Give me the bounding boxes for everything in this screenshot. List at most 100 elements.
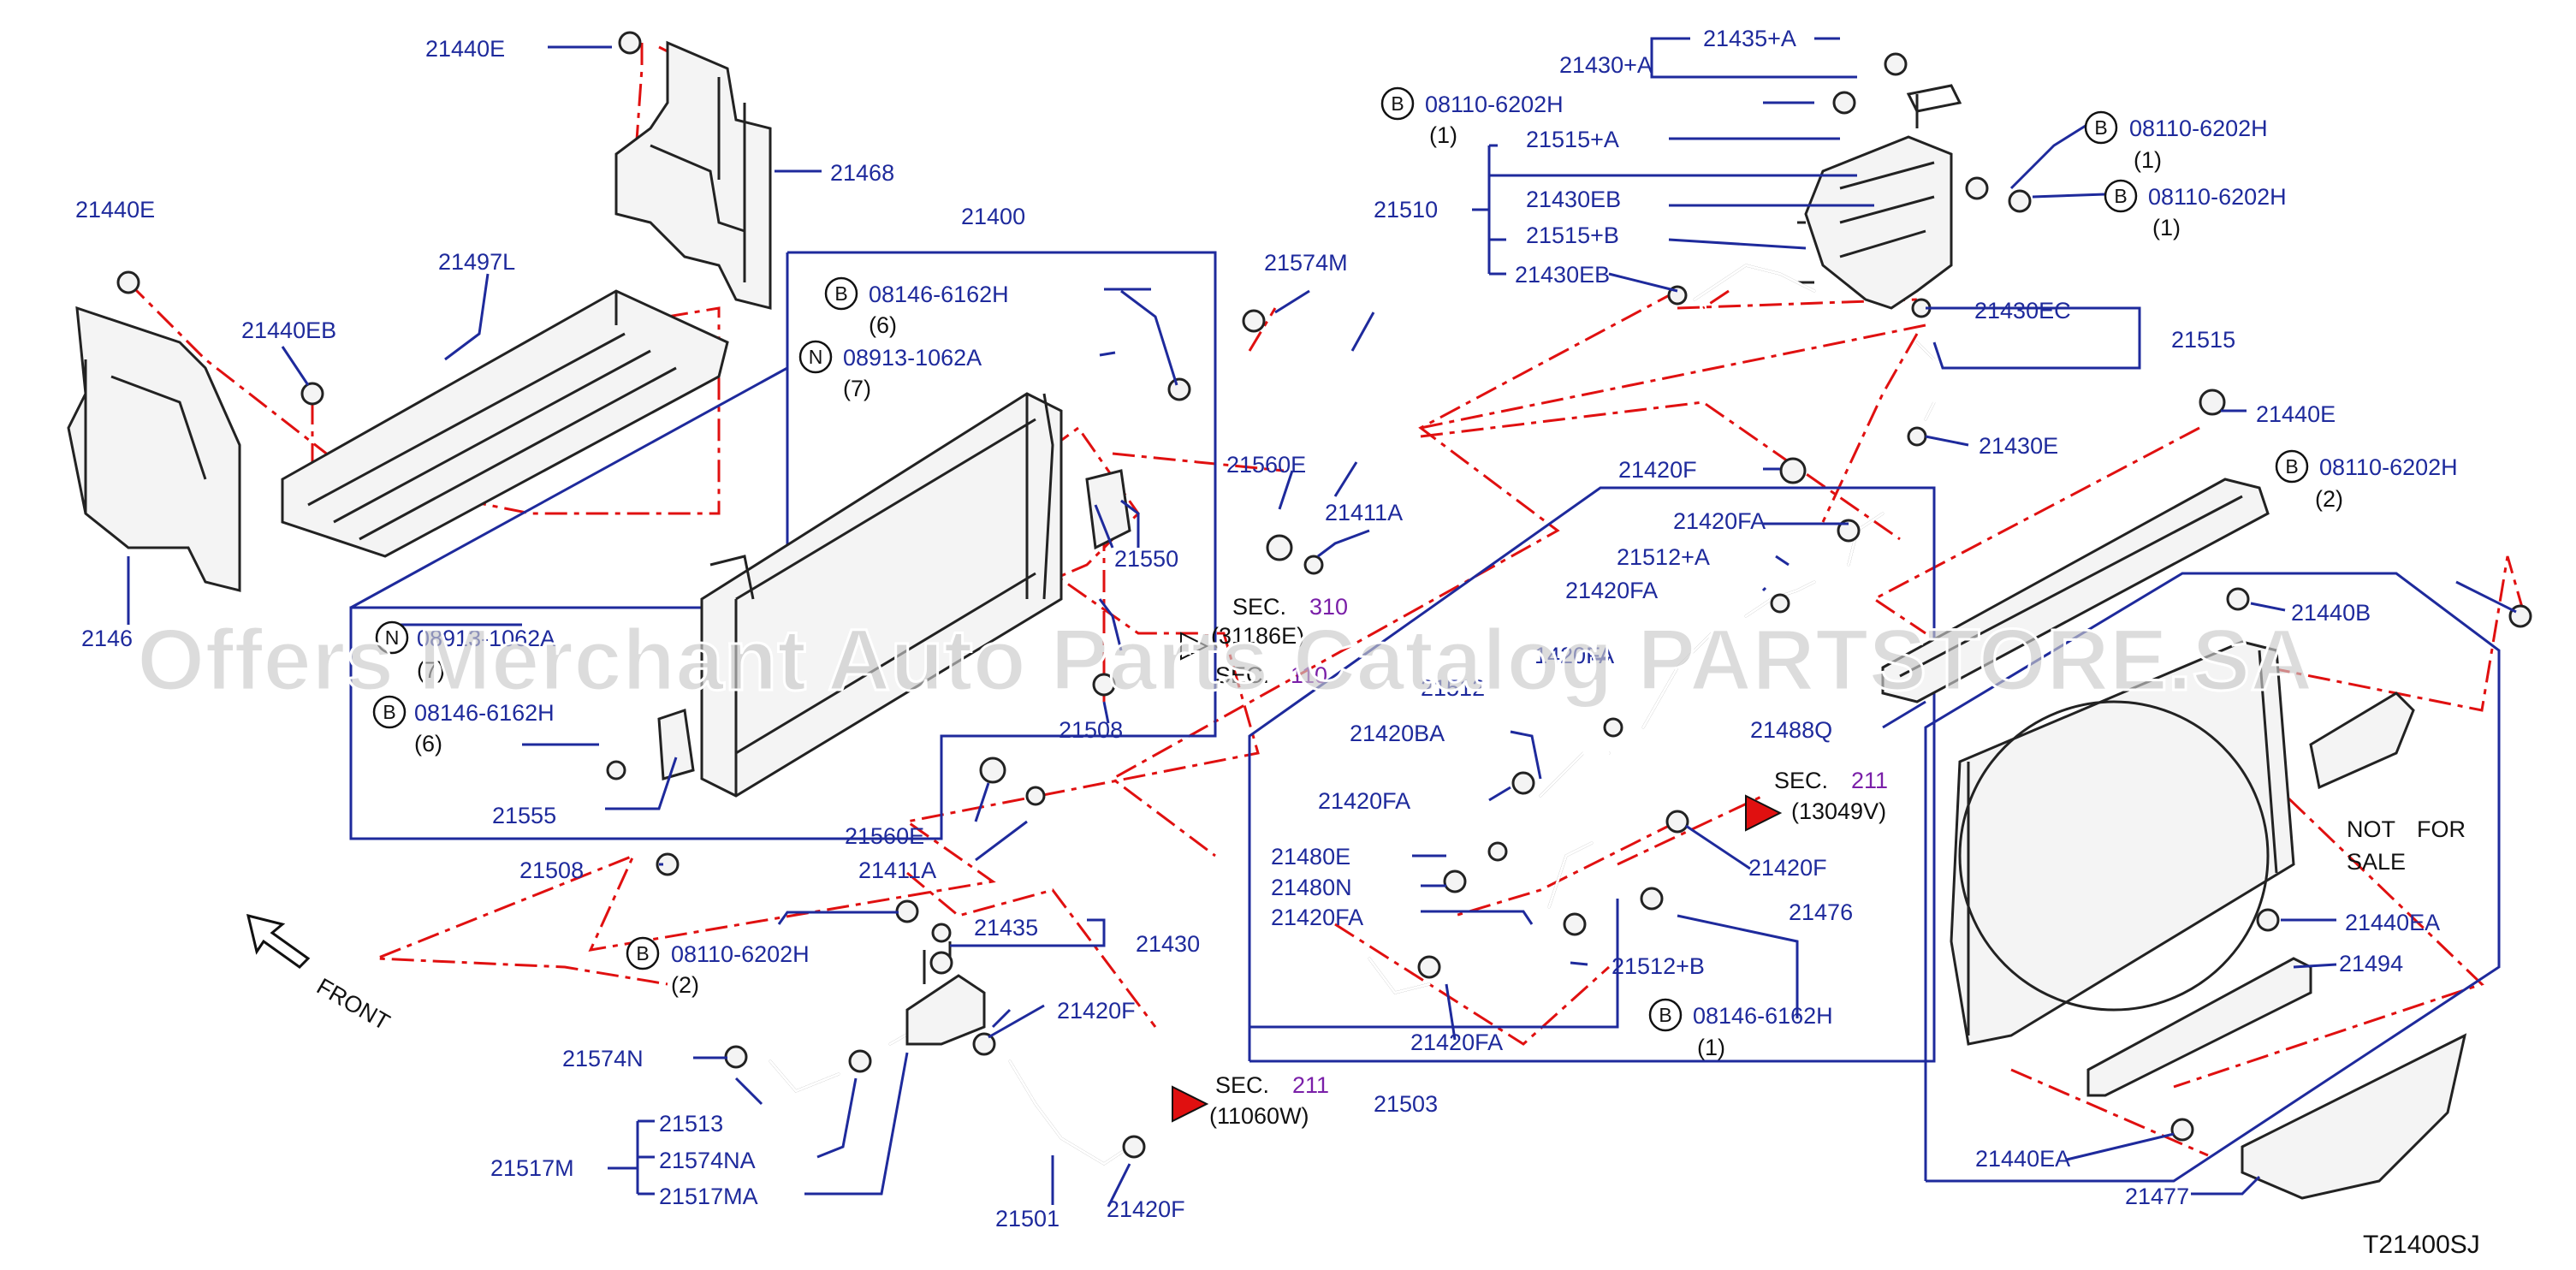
label-21477: 21477 — [2125, 1184, 2189, 1209]
fan-shroud-21476 — [1950, 640, 2295, 1046]
svg-text:SEC.: SEC. — [1215, 1072, 1269, 1098]
label-21430EB-b: 21430EB — [1515, 262, 1610, 288]
svg-text:N: N — [809, 346, 823, 368]
leader-lines — [127, 37, 2517, 1208]
svg-text:(7): (7) — [843, 376, 871, 401]
svg-text:B: B — [2285, 455, 2298, 478]
bracket-21555 — [657, 709, 695, 780]
label-21517MA: 21517MA — [659, 1184, 758, 1209]
radiator-21400 — [700, 392, 1063, 798]
label-21440EA-a: 21440EA — [2345, 910, 2440, 935]
bracket-21550 — [1085, 469, 1131, 550]
label-1420FA-partial: 1420FA — [1534, 643, 1614, 668]
label-21515B: 21515+B — [1526, 223, 1619, 248]
label-21480N: 21480N — [1271, 875, 1352, 900]
label-21411A-bottom: 21411A — [858, 858, 936, 883]
svg-text:(1): (1) — [2152, 215, 2181, 240]
label-21420FA-c: 21420FA — [1318, 788, 1410, 814]
label-21574NA: 21574NA — [659, 1148, 756, 1173]
label-21430EB-a: 21430EB — [1526, 187, 1621, 212]
label-21430EC: 21430EC — [1974, 298, 2071, 323]
label-21503: 21503 — [1374, 1091, 1438, 1117]
svg-text:110: 110 — [1291, 662, 1327, 688]
label-21476: 21476 — [1789, 899, 1853, 925]
deflector-21460 — [67, 306, 241, 592]
deflector-21468 — [614, 40, 772, 310]
label-21512A: 21512+A — [1617, 544, 1710, 570]
svg-text:(1): (1) — [1429, 122, 1457, 148]
svg-text:SEC.: SEC. — [1232, 594, 1286, 620]
svg-text:B: B — [2114, 185, 2127, 207]
label-21574M: 21574M — [1264, 250, 1348, 276]
svg-text:(6): (6) — [869, 312, 897, 338]
svg-text:310: 310 — [1309, 594, 1348, 620]
svg-text:08110-6202H: 08110-6202H — [1425, 92, 1564, 117]
label-21440EA-b: 21440EA — [1975, 1146, 2070, 1172]
label-21517M: 21517M — [490, 1155, 574, 1181]
label-21430E: 21430E — [1979, 433, 2058, 459]
label-21411A-top: 21411A — [1325, 500, 1403, 525]
front-label: FRONT — [312, 973, 395, 1035]
label-21420F-a: 21420F — [1618, 457, 1697, 483]
shroud-bar-21488Q — [1881, 478, 2270, 703]
svg-text:(2): (2) — [2315, 486, 2343, 512]
fastener-badges: B N N B B B B B B B — [372, 86, 2309, 1032]
label-21420FA-b: 21420FA — [1565, 578, 1658, 603]
svg-text:(31186E): (31186E) — [1211, 623, 1304, 649]
label-21440B: 21440B — [2291, 600, 2371, 626]
label-21550: 21550 — [1114, 546, 1178, 572]
svg-text:08146-6162H: 08146-6162H — [869, 282, 1009, 307]
svg-text:(6): (6) — [414, 731, 442, 757]
assembly-lines — [127, 43, 2526, 1157]
svg-text:SEC.: SEC. — [1215, 662, 1269, 688]
label-21510: 21510 — [1374, 197, 1438, 223]
label-21440E-left: 21440E — [75, 197, 155, 223]
svg-text:08110-6202H: 08110-6202H — [671, 941, 810, 967]
air-duct-21497L — [281, 289, 729, 558]
watermark: Offers Merchant Auto Parts Catalog PARTS… — [137, 611, 2313, 709]
label-21560E-bottom: 21560E — [845, 823, 924, 849]
label-21560E-top: 21560E — [1226, 452, 1306, 478]
svg-text:SEC.: SEC. — [1774, 768, 1828, 793]
reservoir-tank-21510 — [1797, 84, 1962, 310]
part-labels: 21440E 21468 21440E 21497L 21440EB 2146 … — [75, 26, 2440, 1231]
svg-text:08146-6162H: 08146-6162H — [414, 700, 555, 726]
label-21400: 21400 — [961, 204, 1025, 229]
label-21440EB: 21440EB — [241, 318, 336, 343]
svg-text:B: B — [1659, 1004, 1671, 1026]
label-21420FA-a: 21420FA — [1673, 508, 1766, 534]
label-21497L: 21497L — [438, 249, 515, 275]
svg-text:(7): (7) — [417, 657, 445, 683]
diagram-code: T21400SJ — [2363, 1231, 2480, 1259]
label-21512B: 21512+B — [1611, 953, 1705, 979]
svg-text:B: B — [834, 282, 847, 305]
label-21440E-top: 21440E — [425, 36, 505, 62]
svg-text:08146-6162H: 08146-6162H — [1693, 1003, 1833, 1029]
label-21494: 21494 — [2339, 951, 2403, 976]
label-21468: 21468 — [830, 160, 894, 186]
label-21420FA-d: 21420FA — [1271, 905, 1363, 930]
svg-text:B: B — [1391, 92, 1404, 115]
svg-text:(11060W): (11060W) — [1209, 1103, 1309, 1129]
svg-text:B: B — [636, 942, 649, 964]
label-21501: 21501 — [995, 1206, 1059, 1231]
label-21513: 21513 — [659, 1111, 723, 1136]
label-21480E: 21480E — [1271, 844, 1350, 869]
label-21435A: 21435+A — [1703, 26, 1796, 51]
svg-text:08913-1062A: 08913-1062A — [417, 626, 555, 651]
label-21420F-d: 21420F — [1107, 1196, 1185, 1222]
svg-text:B: B — [2094, 116, 2107, 139]
label-21440E-right: 21440E — [2256, 401, 2336, 427]
svg-text:08110-6202H: 08110-6202H — [2319, 454, 2458, 480]
svg-text:211: 211 — [1851, 768, 1888, 793]
not-for-sale-line2: SALE — [2347, 849, 2406, 875]
label-21508-mid: 21508 — [1059, 717, 1123, 743]
label-21435: 21435 — [974, 915, 1038, 941]
label-21420BA: 21420BA — [1350, 721, 1445, 746]
section-refs: SEC. 310 (31186E) SEC. 110 SEC. 211 (130… — [1209, 594, 1888, 1129]
label-21460: 2146 — [81, 626, 133, 651]
svg-text:N: N — [385, 626, 400, 649]
svg-text:08110-6202H: 08110-6202H — [2148, 184, 2287, 210]
label-21488Q: 21488Q — [1750, 717, 1832, 743]
